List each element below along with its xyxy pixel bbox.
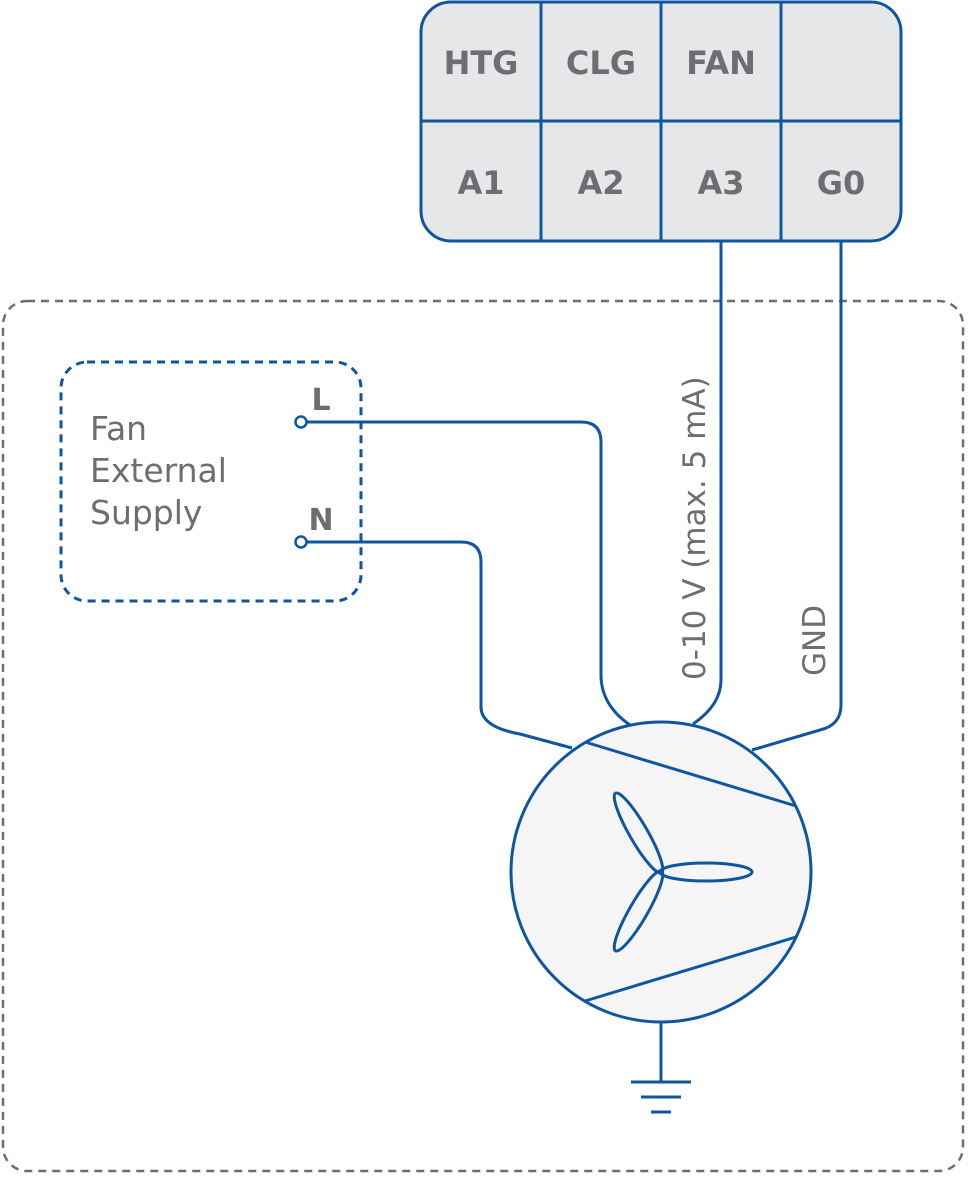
a3-wire-label: 0-10 V (max. 5 mA) (677, 376, 713, 680)
fan-enclosure-border (1, 299, 965, 1173)
terminal-label-fan: FAN (686, 44, 756, 82)
terminal-label-htg: HTG (444, 44, 519, 82)
terminal-label-clg: CLG (566, 44, 636, 82)
g0-wire-label: GND (797, 605, 833, 676)
terminal-a2: A2 (577, 164, 624, 202)
terminal-a3: A3 (697, 164, 744, 202)
terminal-g0: G0 (817, 164, 866, 202)
fan-external-supply: Fan External Supply L N (59, 360, 363, 603)
supply-pin-l-label: L (311, 383, 330, 418)
pin-n-terminal (294, 535, 308, 549)
terminal-a1: A1 (457, 164, 504, 202)
supply-label-line-3: Supply (90, 493, 202, 532)
supply-label-line-2: External (90, 451, 227, 490)
fan-blades (612, 791, 754, 953)
wire-n (301, 540, 573, 750)
supply-box-border (59, 360, 363, 603)
ground-icon (631, 1022, 691, 1114)
fan-icon (509, 720, 813, 1024)
wire-l (301, 420, 631, 727)
pin-l-terminal (294, 415, 308, 429)
supply-label-line-1: Fan (90, 409, 147, 448)
terminal-block: HTG CLG FAN A1 A2 A3 G0 (419, 0, 903, 243)
wire-g0 (751, 241, 843, 752)
supply-pin-n-label: N (308, 503, 333, 538)
wire-a3 (692, 241, 723, 726)
